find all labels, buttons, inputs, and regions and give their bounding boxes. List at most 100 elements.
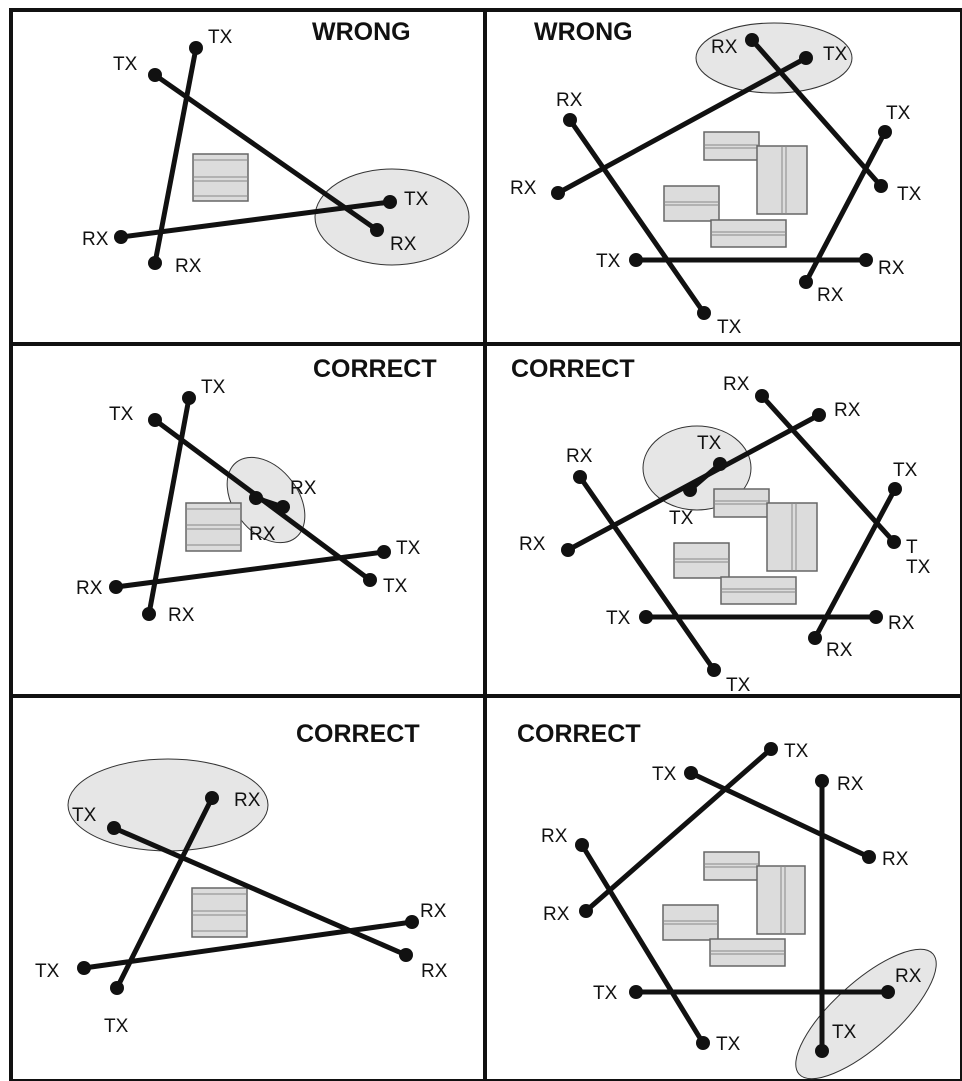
- node-label: TX: [832, 1022, 857, 1043]
- node-label: TX: [906, 557, 931, 578]
- node-rx: [551, 186, 565, 200]
- node-label: TX: [606, 608, 631, 629]
- node-label: RX: [82, 229, 109, 250]
- link-line: [567, 117, 707, 316]
- node-label: TX: [717, 317, 742, 338]
- panel-correct-3: CORRECT TX TX RX RX TX TX RX RX: [76, 355, 437, 626]
- node-label: TX: [109, 404, 134, 425]
- node-label: RX: [519, 534, 546, 555]
- node-tx: [799, 51, 813, 65]
- link-line: [579, 842, 706, 1046]
- node-label: TX: [669, 508, 694, 529]
- node-rx: [148, 256, 162, 270]
- node-tx: [377, 545, 391, 559]
- node-label: RX: [175, 256, 202, 277]
- node-label: RX: [510, 178, 537, 199]
- node-label: RX: [541, 826, 568, 847]
- node-label: RX: [234, 790, 261, 811]
- node-rx: [745, 33, 759, 47]
- node-tx: [713, 457, 727, 471]
- node-label: RX: [882, 849, 909, 870]
- node-rx: [563, 113, 577, 127]
- node-label: TX: [104, 1016, 129, 1037]
- node-tx: [629, 985, 643, 999]
- node-rx: [815, 774, 829, 788]
- node-label: RX: [249, 524, 276, 545]
- link-line: [759, 393, 897, 545]
- node-label: RX: [421, 961, 448, 982]
- node-rx: [859, 253, 873, 267]
- node-rx: [862, 850, 876, 864]
- highlight-zone: [795, 948, 937, 1080]
- link-line: [152, 72, 380, 233]
- node-label: TX: [716, 1034, 741, 1055]
- panel-title: WRONG: [534, 18, 633, 46]
- node-label: TX: [404, 189, 429, 210]
- node-label: RX: [834, 400, 861, 421]
- node-tx: [629, 253, 643, 267]
- node-rx: [808, 631, 822, 645]
- node-tx: [77, 961, 91, 975]
- node-label: RX: [76, 578, 103, 599]
- node-rx: [205, 791, 219, 805]
- node-label: RX: [711, 37, 738, 58]
- node-label: RX: [420, 901, 447, 922]
- link-line: [583, 746, 774, 914]
- node-label: T: [906, 537, 918, 558]
- panel-title: CORRECT: [296, 720, 420, 748]
- node-rx: [812, 408, 826, 422]
- node-label: TX: [113, 54, 138, 75]
- link-line: [565, 412, 822, 553]
- node-label: TX: [823, 44, 848, 65]
- node-rx: [405, 915, 419, 929]
- node-label: RX: [817, 285, 844, 306]
- link-line: [749, 37, 884, 189]
- panel-wrong-2: WRONG RX TX RX: [510, 18, 922, 338]
- node-label: TX: [697, 433, 722, 454]
- node-rx: [370, 223, 384, 237]
- highlight-zone: [695, 22, 853, 94]
- node-tx: [888, 482, 902, 496]
- node-tx: [182, 391, 196, 405]
- link-line: [577, 474, 717, 673]
- node-label: TX: [897, 184, 922, 205]
- node-tx: [815, 1044, 829, 1058]
- node-rx: [579, 904, 593, 918]
- panel-wrong-1: WRONG TX TX TX RX RX RX: [82, 18, 470, 277]
- node-rx: [561, 543, 575, 557]
- node-label: TX: [396, 538, 421, 559]
- node-rx: [114, 230, 128, 244]
- obstacle-block: [191, 887, 248, 938]
- panel-title: CORRECT: [517, 720, 641, 748]
- node-rx: [575, 838, 589, 852]
- node-rx: [142, 607, 156, 621]
- node-label: TX: [593, 983, 618, 1004]
- node-label: RX: [168, 605, 195, 626]
- panel-grid: [9, 8, 962, 1081]
- node-tx: [684, 766, 698, 780]
- node-label: RX: [290, 478, 317, 499]
- node-rx: [881, 985, 895, 999]
- node-rx: [109, 580, 123, 594]
- node-label: TX: [72, 805, 97, 826]
- node-label: TX: [383, 576, 408, 597]
- node-tx: [874, 179, 888, 193]
- node-tx: [697, 306, 711, 320]
- node-label: RX: [566, 446, 593, 467]
- panel-correct-6: CORRECT TX TX: [517, 720, 937, 1080]
- node-label: RX: [556, 90, 583, 111]
- node-tx: [887, 535, 901, 549]
- node-rx: [249, 491, 263, 505]
- node-rx: [399, 948, 413, 962]
- node-rx: [799, 275, 813, 289]
- node-label: TX: [596, 251, 621, 272]
- node-label: RX: [390, 234, 417, 255]
- node-tx: [148, 68, 162, 82]
- link-line: [146, 395, 192, 617]
- link-line: [111, 825, 409, 958]
- link-line: [118, 199, 393, 240]
- panel-correct-5: CORRECT RX TX RX RX TX TX: [35, 720, 448, 1037]
- obstacle-block: [673, 488, 818, 605]
- panel-title: WRONG: [312, 18, 411, 46]
- highlight-zone: [314, 168, 470, 266]
